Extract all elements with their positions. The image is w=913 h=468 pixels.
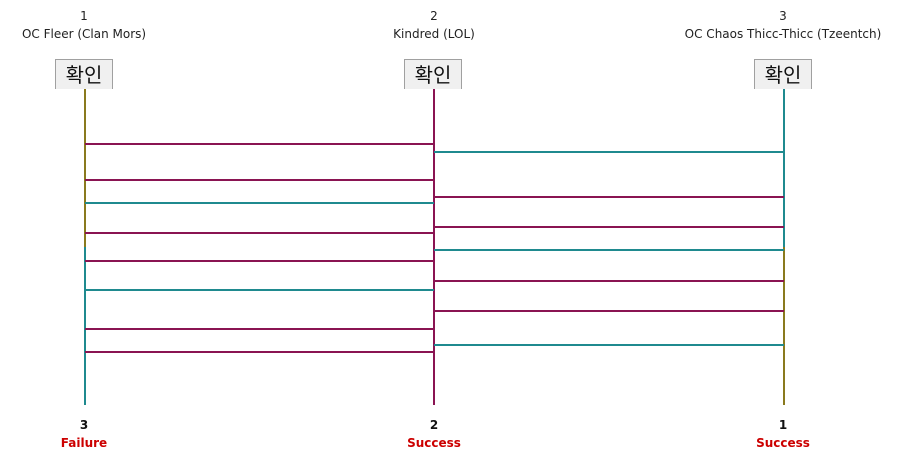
result-rank: 3 xyxy=(79,418,89,432)
player-name: Kindred (LOL) xyxy=(393,27,475,41)
confirm-button-1[interactable]: 확인 xyxy=(55,59,113,89)
result-label: Failure xyxy=(60,436,108,450)
player-number: 3 xyxy=(779,9,787,23)
player-number: 2 xyxy=(430,9,438,23)
player-footer-3: 1 Success xyxy=(703,418,863,450)
player-footer-2: 2 Success xyxy=(354,418,514,450)
player-header-2: 2 Kindred (LOL) xyxy=(314,9,554,41)
confirm-button-3[interactable]: 확인 xyxy=(754,59,812,89)
result-label: Success xyxy=(756,436,810,450)
player-header-1: 1 OC Fleer (Clan Mors) xyxy=(0,9,204,41)
player-name: OC Chaos Thicc-Thicc (Tzeentch) xyxy=(684,27,882,41)
result-rank: 2 xyxy=(429,418,439,432)
result-label: Success xyxy=(407,436,461,450)
player-header-3: 3 OC Chaos Thicc-Thicc (Tzeentch) xyxy=(663,9,903,41)
player-name: OC Fleer (Clan Mors) xyxy=(21,27,147,41)
result-rank: 1 xyxy=(778,418,788,432)
player-number: 1 xyxy=(80,9,88,23)
confirm-button-2[interactable]: 확인 xyxy=(404,59,462,89)
player-footer-1: 3 Failure xyxy=(4,418,164,450)
